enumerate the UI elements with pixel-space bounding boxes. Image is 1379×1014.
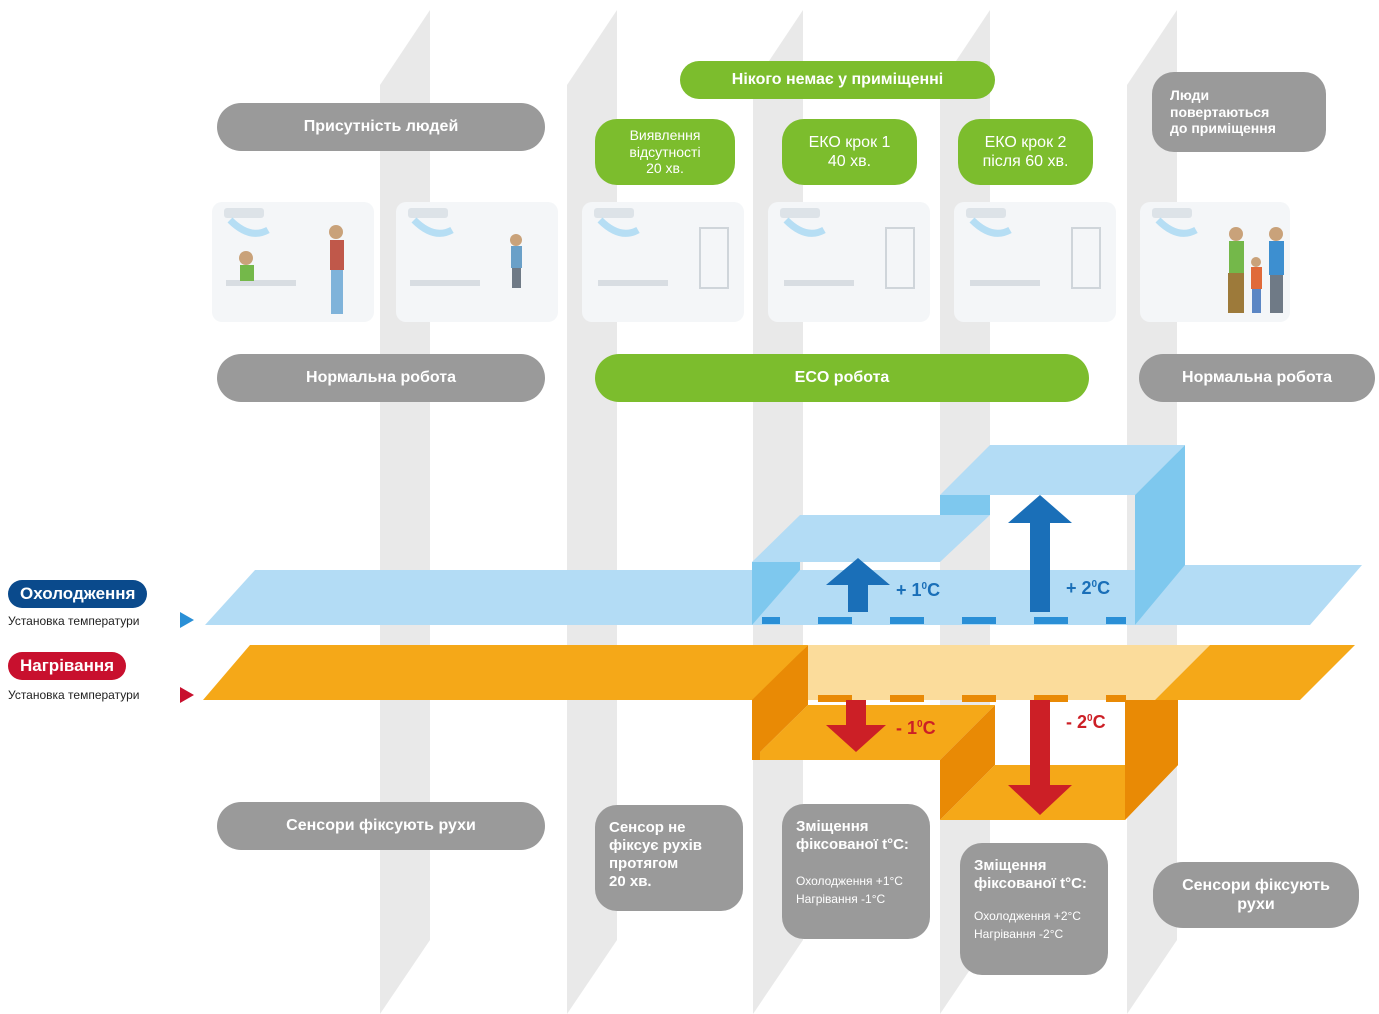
divider-1: [380, 10, 430, 1014]
cooling-band-mid: [752, 570, 1190, 625]
heating-pointer-icon: [180, 687, 194, 703]
room-illustrations: [212, 202, 1290, 322]
normal-operation-right: Нормальна робота: [1139, 354, 1375, 402]
heating-badge: Нагрівання: [8, 652, 127, 680]
heating-band: [203, 645, 1355, 820]
arrow-cool-up-2: [1008, 495, 1072, 612]
room-scene-empty-3: [954, 202, 1116, 322]
no-motion-label: Сенсор не фіксує рухів протягом 20 хв.: [595, 805, 743, 911]
people-return-label: Люди повертаються до приміщення: [1152, 72, 1326, 152]
cooling-pointer-icon: [180, 612, 194, 628]
cool-delta-1: + 10C: [896, 580, 941, 600]
presence-label: Присутність людей: [217, 103, 545, 151]
heating-setpoint-label: Установка температури: [8, 688, 140, 702]
cooling-badge: Охолодження: [8, 580, 148, 608]
cooling-dashes: [762, 617, 1126, 624]
cooling-band-left: [205, 570, 815, 625]
absence-detect-label: Виявлення відсутності 20 хв.: [595, 119, 735, 185]
normal-operation-left: Нормальна робота: [217, 354, 545, 402]
room-scene-return: [1140, 202, 1290, 322]
cooling-band-step2-face: [940, 495, 990, 515]
heat-delta-2: - 20C: [1066, 712, 1106, 732]
eco-step1-label: ЕКО крок 1 40 хв.: [782, 119, 917, 185]
room-scene-empty-1: [582, 202, 744, 322]
cool-delta-2: + 20C: [1066, 578, 1111, 598]
cooling-band: [205, 445, 1362, 625]
cooling-band-right: [1135, 565, 1362, 625]
heating-dashes: [818, 695, 1126, 702]
heating-band-eco-light: [755, 645, 1210, 700]
heating-band-left: [203, 645, 808, 700]
cooling-band-step2-top: [940, 445, 1185, 495]
heating-step1-front: [752, 645, 808, 760]
arrow-heat-down-2: [1008, 700, 1072, 815]
arrow-heat-down-1: [826, 700, 886, 752]
nobody-home-banner: Нікого немає у приміщенні: [680, 61, 995, 99]
cooling-band-step1-top: [752, 515, 990, 562]
eco-operation: ECO робота: [595, 354, 1089, 402]
heating-step2-side: [1125, 700, 1178, 820]
sensors-detect-right: Сенсори фіксують рухи: [1153, 862, 1359, 928]
room-scene-occupied: [212, 202, 374, 322]
cooling-setpoint-label: Установка температури: [8, 614, 140, 628]
heating-step2-front: [940, 705, 995, 820]
offset1-label: Зміщення фіксованої t°C: Охолодження +1°…: [782, 804, 930, 939]
arrow-cool-up-1: [826, 558, 890, 612]
sensors-detect-left: Сенсори фіксують рухи: [217, 802, 545, 850]
room-scene-empty-2: [768, 202, 930, 322]
heating-step1-face: [752, 700, 760, 760]
eco-step2-label: ЕКО крок 2 після 60 хв.: [958, 119, 1093, 185]
room-scene-leaving: [396, 202, 558, 322]
heat-delta-1: - 10C: [896, 718, 936, 738]
heating-band-right: [1155, 645, 1355, 700]
offset2-label: Зміщення фіксованої t°C: Охолодження +2°…: [960, 843, 1108, 975]
